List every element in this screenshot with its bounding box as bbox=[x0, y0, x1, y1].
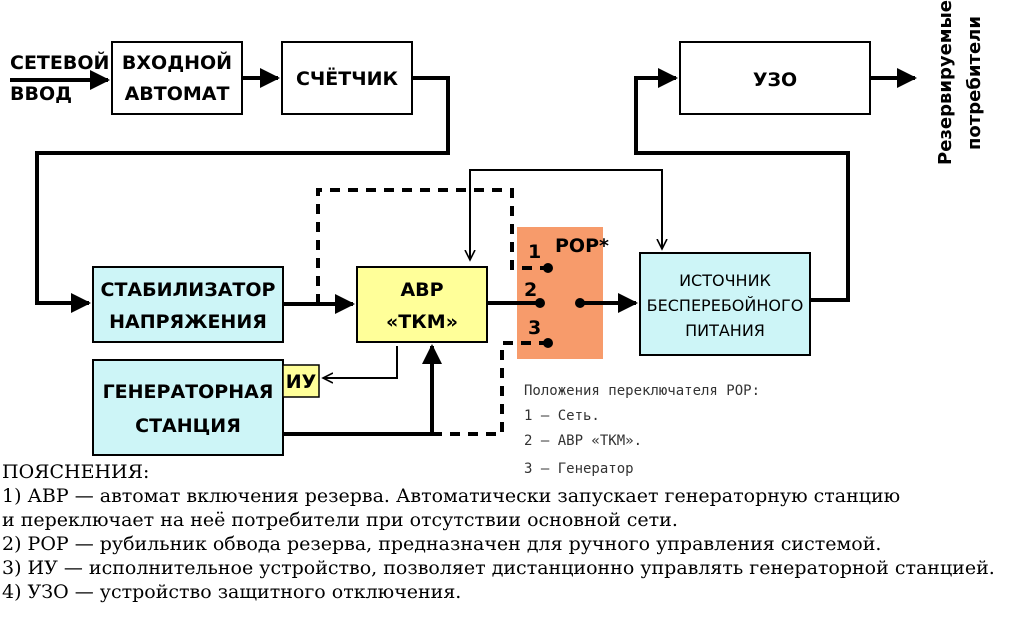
generator-box: ГЕНЕРАТОРНАЯ СТАНЦИЯ bbox=[92, 359, 284, 456]
input-breaker-label-2: АВТОМАТ bbox=[125, 83, 230, 105]
actuator-label: ИУ bbox=[286, 371, 317, 393]
ats-label-2: «ТКМ» bbox=[386, 311, 458, 333]
generator-label-1: ГЕНЕРАТОРНАЯ bbox=[103, 381, 274, 403]
notes-section: ПОЯСНЕНИЯ: 1) АВР — автомат включения ре… bbox=[2, 460, 995, 604]
wire-meter-stabilizer bbox=[35, 76, 450, 313]
ups-label-2: БЕСПЕРЕБОЙНОГО bbox=[647, 296, 804, 315]
ups-label-3: ПИТАНИЯ bbox=[685, 321, 765, 340]
switch-zone bbox=[517, 227, 603, 359]
meter-box: СЧЁТЧИК bbox=[281, 41, 413, 115]
mains-label-1: СЕТЕВОЙ bbox=[10, 51, 109, 74]
wire-ups-rcd bbox=[634, 68, 850, 302]
switch-contact-2 bbox=[535, 298, 545, 308]
legend-item-3: 3 – Генератор bbox=[524, 461, 634, 477]
ups-label-1: ИСТОЧНИК bbox=[679, 271, 771, 290]
notes-line-1: 1) АВР — автомат включения резерва. Авто… bbox=[2, 485, 901, 507]
rcd-box: УЗО bbox=[679, 41, 871, 115]
switch-contacts bbox=[535, 263, 585, 348]
ats-label-1: АВР bbox=[400, 279, 443, 301]
connectors bbox=[10, 68, 917, 436]
stabilizer-label-1: СТАБИЛИЗАТОР bbox=[101, 279, 276, 301]
switch-pos3-label: 3 bbox=[528, 317, 541, 339]
switch-contact-3 bbox=[543, 338, 553, 348]
ats-box: АВР «ТКМ» bbox=[356, 266, 488, 343]
notes-line-4: 3) ИУ — исполнительное устройство, позво… bbox=[2, 557, 995, 579]
stabilizer-box: СТАБИЛИЗАТОР НАПРЯЖЕНИЯ bbox=[92, 266, 284, 343]
mains-label-2: ВВОД bbox=[10, 83, 72, 105]
switch-contact-common bbox=[575, 298, 585, 308]
switch-pos2-label: 2 bbox=[524, 279, 537, 301]
input-breaker-label-1: ВХОДНОЙ bbox=[122, 51, 232, 74]
ups-box: ИСТОЧНИК БЕСПЕРЕБОЙНОГО ПИТАНИЯ bbox=[639, 252, 811, 356]
dash-generator-pos3 bbox=[432, 341, 546, 436]
legend-item-1: 1 – Сеть. bbox=[524, 408, 600, 424]
rcd-label: УЗО bbox=[753, 69, 797, 91]
notes-heading: ПОЯСНЕНИЯ: bbox=[2, 461, 150, 483]
wire-ats-actuator bbox=[323, 346, 398, 378]
notes-line-5: 4) УЗО — устройство защитного отключения… bbox=[2, 581, 462, 603]
legend-item-2: 2 – АВР «ТКМ». bbox=[524, 433, 642, 449]
control-lines bbox=[323, 169, 662, 378]
actuator-box: ИУ bbox=[282, 364, 320, 398]
switch-pos1-label: 1 bbox=[528, 241, 541, 263]
wire-bypass-ups bbox=[470, 169, 662, 249]
output-label-2: потребители bbox=[964, 16, 985, 150]
notes-line-3: 2) РОР — рубильник обвода резерва, предн… bbox=[2, 533, 882, 555]
switch-name-label: РОР* bbox=[555, 235, 609, 257]
dashed-lines bbox=[316, 188, 546, 436]
input-breaker-box: ВХОДНОЙ АВТОМАТ bbox=[111, 41, 243, 115]
meter-label: СЧЁТЧИК bbox=[296, 66, 398, 90]
generator-label-2: СТАНЦИЯ bbox=[135, 415, 241, 437]
notes-line-2: и переключает на неё потребители при отс… bbox=[2, 509, 678, 531]
switch-contact-1 bbox=[543, 263, 553, 273]
output-label-1: Резервируемые bbox=[935, 0, 956, 165]
stabilizer-label-2: НАПРЯЖЕНИЯ bbox=[109, 311, 267, 333]
legend-title: Положения переключателя РОР: bbox=[524, 383, 760, 399]
dash-stabilizer-pos1 bbox=[316, 188, 546, 304]
